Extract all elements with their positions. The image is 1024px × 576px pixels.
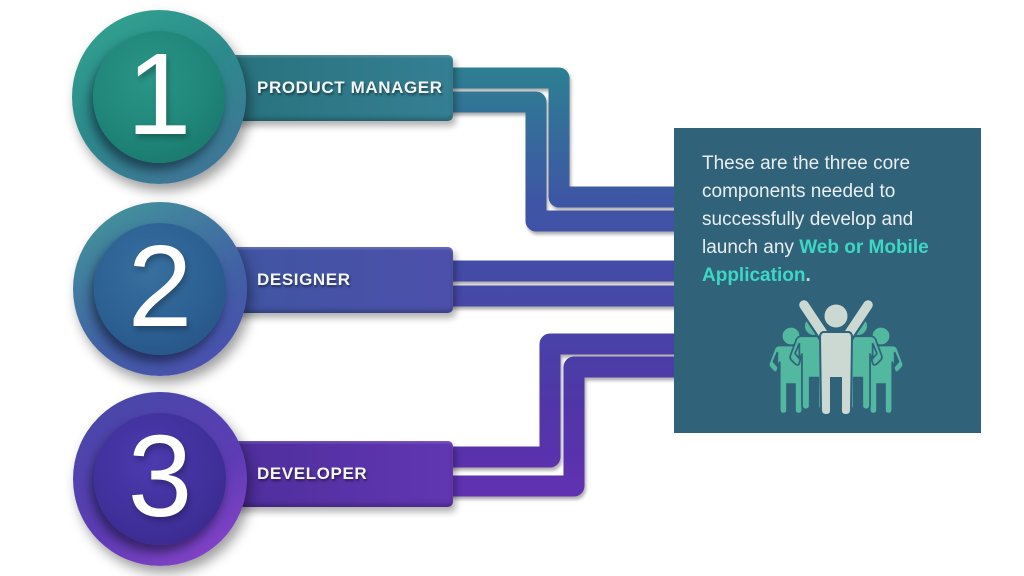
info-box: These are the three core components need…: [674, 128, 981, 433]
info-text: These are the three core components need…: [674, 128, 956, 290]
pipe-step3-outer: [448, 333, 680, 468]
pipe-step1-inner: [448, 91, 680, 232]
step-number: 3: [127, 411, 193, 541]
step-circle-2-inner: 2: [94, 223, 226, 355]
step-circle-1-inner: 1: [93, 31, 225, 163]
step-label: PRODUCT MANAGER: [257, 78, 443, 97]
step-number: 1: [126, 29, 192, 159]
step-circle-1: 1: [72, 10, 246, 184]
step-number: 2: [127, 221, 193, 351]
step-label: DESIGNER: [257, 270, 351, 289]
info-text-highlight: Web or Mobile Application: [702, 237, 929, 286]
person-celebrating-icon: [797, 300, 875, 417]
pipe-step3-inner: [448, 356, 680, 497]
step-circle-3: 3: [73, 392, 247, 566]
step-circle-3-inner: 3: [94, 413, 226, 545]
step-circle-2: 2: [73, 202, 247, 376]
info-text-period: .: [805, 265, 811, 286]
team-celebration-icon: [767, 300, 905, 417]
step-label: DEVELOPER: [257, 464, 368, 483]
info-text-plain: These are the three core components need…: [702, 153, 914, 258]
pipe-step1-outer: [448, 67, 680, 208]
